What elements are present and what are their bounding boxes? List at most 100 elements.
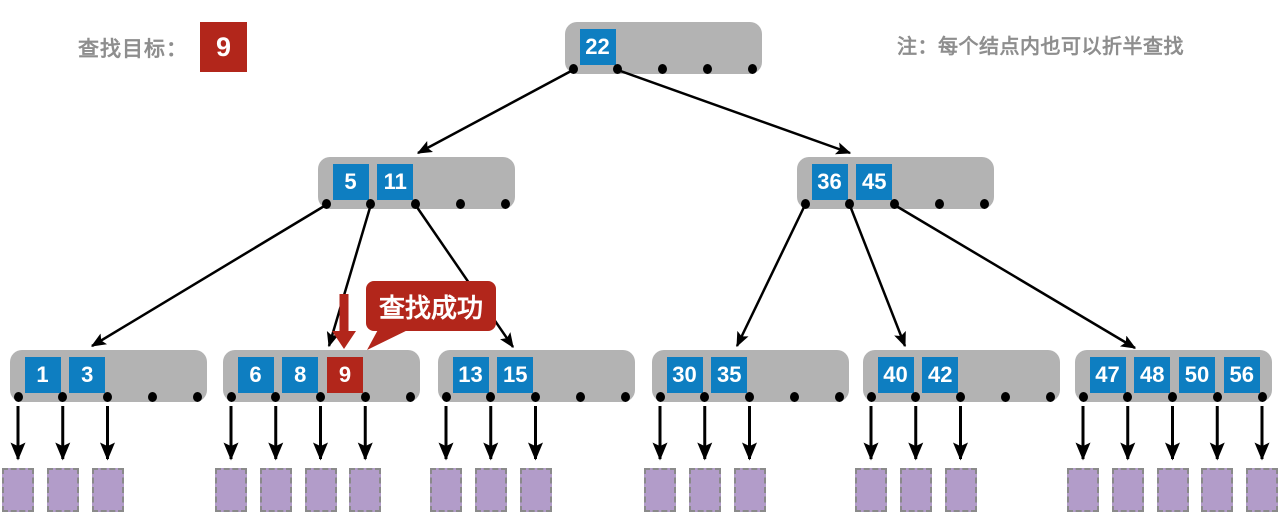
record-block bbox=[1246, 468, 1278, 512]
child-pointer-dot bbox=[613, 64, 623, 74]
key-cell: 30 bbox=[666, 357, 703, 393]
child-pointer-dot bbox=[500, 199, 510, 209]
child-pointer-dot bbox=[655, 392, 665, 402]
child-pointer-dot bbox=[486, 392, 496, 402]
child-pointer-dot bbox=[366, 199, 376, 209]
record-block bbox=[1201, 468, 1234, 512]
search-target-label: 查找目标： bbox=[78, 38, 188, 61]
child-pointer-dot bbox=[531, 392, 540, 402]
record-block bbox=[519, 468, 552, 512]
key-cell: 1 bbox=[24, 357, 61, 393]
child-pointer-dot bbox=[321, 199, 331, 209]
child-pointer-dot bbox=[1078, 392, 1088, 402]
key-cell: 6 bbox=[237, 357, 274, 393]
child-pointer-dot bbox=[979, 199, 989, 209]
child-pointer-dot bbox=[866, 392, 876, 402]
child-pointer-arrow bbox=[416, 68, 574, 155]
child-pointer-dot bbox=[890, 199, 899, 209]
btree-node-root: 22 bbox=[565, 22, 762, 74]
child-pointer-dot bbox=[911, 392, 921, 402]
record-block bbox=[1156, 468, 1189, 512]
key-cell: 3 bbox=[69, 357, 106, 393]
key-cell: 56 bbox=[1223, 357, 1260, 393]
child-pointer-dot bbox=[834, 392, 844, 402]
child-pointer-dot bbox=[360, 392, 370, 402]
child-pointer-dot bbox=[800, 199, 810, 209]
child-pointer-dot bbox=[702, 64, 712, 74]
child-pointer-dot bbox=[1168, 392, 1177, 402]
child-pointer-dot bbox=[789, 392, 799, 402]
child-pointer-dot bbox=[226, 392, 236, 402]
child-pointer-arrow bbox=[617, 68, 852, 155]
child-pointer-dot bbox=[316, 392, 325, 402]
child-pointer-dot bbox=[568, 64, 578, 74]
record-block bbox=[1111, 468, 1144, 512]
record-block bbox=[91, 468, 124, 512]
key-cell: 13 bbox=[452, 357, 489, 393]
child-pointer-dot bbox=[620, 392, 630, 402]
child-pointer-dot bbox=[1000, 392, 1010, 402]
key-cell-found: 9 bbox=[327, 357, 363, 393]
callout-bubble: 查找成功 bbox=[366, 281, 496, 331]
key-cell: 11 bbox=[377, 164, 414, 200]
note-text: 注：每个结点内也可以折半查找 bbox=[897, 36, 1184, 58]
child-pointer-dot bbox=[747, 64, 757, 74]
key-cell: 47 bbox=[1089, 357, 1126, 393]
record-block bbox=[46, 468, 79, 512]
child-pointer-dot bbox=[658, 64, 667, 74]
record-block bbox=[1067, 468, 1099, 512]
record-block bbox=[430, 468, 462, 512]
record-block bbox=[349, 468, 382, 512]
child-pointer-dot bbox=[455, 199, 465, 209]
key-cell: 42 bbox=[922, 357, 959, 393]
child-pointer-dot bbox=[441, 392, 451, 402]
search-success-arrow-icon bbox=[332, 294, 356, 349]
child-pointer-dot bbox=[58, 392, 68, 402]
key-cell: 8 bbox=[282, 357, 319, 393]
record-block bbox=[2, 468, 34, 512]
record-block bbox=[688, 468, 721, 512]
child-pointer-dot bbox=[1257, 392, 1267, 402]
child-pointer-dot bbox=[103, 392, 112, 402]
child-pointer-dot bbox=[845, 199, 855, 209]
child-pointer-arrow bbox=[735, 204, 807, 348]
record-block bbox=[215, 468, 247, 512]
child-pointer-arrow bbox=[326, 204, 372, 348]
child-pointer-dot bbox=[1123, 392, 1133, 402]
child-pointer-arrow bbox=[90, 203, 327, 348]
child-pointer-dot bbox=[934, 199, 944, 209]
child-pointer-dot bbox=[405, 392, 415, 402]
child-pointer-dot bbox=[575, 392, 585, 402]
child-pointer-dot bbox=[1045, 392, 1055, 402]
record-block bbox=[304, 468, 337, 512]
key-cell: 36 bbox=[811, 164, 848, 200]
child-pointer-dot bbox=[700, 392, 710, 402]
key-cell: 45 bbox=[856, 164, 893, 200]
key-cell: 22 bbox=[579, 29, 616, 65]
record-block bbox=[899, 468, 932, 512]
search-target-box: 9 bbox=[200, 22, 247, 72]
child-pointer-arrow bbox=[893, 203, 1137, 350]
record-block bbox=[733, 468, 766, 512]
child-pointer-dot bbox=[271, 392, 281, 402]
child-pointer-dot bbox=[745, 392, 754, 402]
child-pointer-dot bbox=[13, 392, 23, 402]
child-pointer-dot bbox=[1212, 392, 1222, 402]
key-cell: 50 bbox=[1179, 357, 1215, 393]
key-cell: 35 bbox=[711, 357, 748, 393]
key-cell: 40 bbox=[877, 357, 914, 393]
child-pointer-dot bbox=[147, 392, 157, 402]
key-cell: 15 bbox=[497, 357, 534, 393]
key-cell: 48 bbox=[1134, 357, 1171, 393]
key-cell: 5 bbox=[332, 164, 369, 200]
